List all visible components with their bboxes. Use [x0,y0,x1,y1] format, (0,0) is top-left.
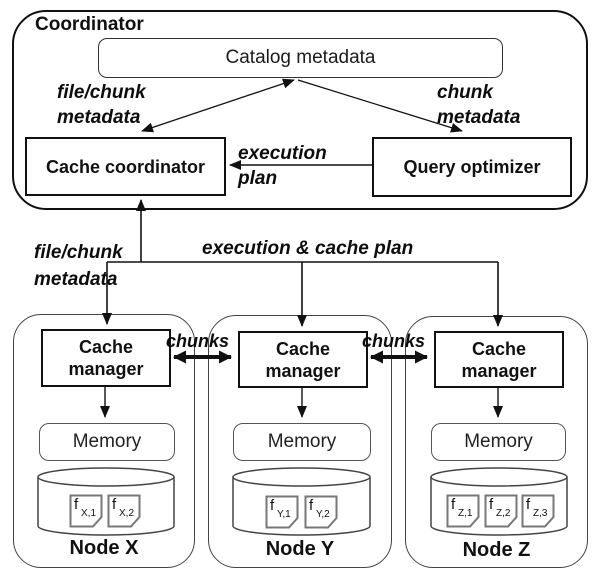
node-x-label: Node X [69,537,139,559]
node-z-container: Cache manager Memory f Z,1 f Z,2 f Z,3 N… [405,316,588,568]
file-symbol: f [526,496,531,513]
node-x-memory-box: Memory [39,423,175,461]
catalog-metadata-box: Catalog metadata [98,38,503,78]
file-subscript: Z,1 [458,508,473,519]
query-optimizer-box: Query optimizer [372,137,572,197]
file-subscript: X,1 [81,508,97,519]
file-symbol: f [74,496,79,513]
node-y-file-1: f Y,1 [265,495,299,529]
node-y-file-2: f Y,2 [304,495,338,529]
label-chunks-y-z: chunks [362,331,426,351]
file-subscript: Y,2 [316,509,330,520]
node-z-cache-manager-box: Cache manager [434,331,564,388]
node-z-memory-box: Memory [431,423,566,461]
label-execution-plan: execution plan [238,143,327,189]
node-z-label: Node Z [462,539,531,561]
node-y-container: Cache manager Memory f Y,1 f Y,2 Node Y [208,315,392,568]
coordinator-container: Coordinator Catalog metadata Cache coord… [12,10,588,210]
file-subscript: X,2 [119,508,135,519]
node-x-file-1: f X,1 [69,494,103,528]
file-symbol: f [451,496,456,513]
node-z-file-2: f Z,2 [484,494,518,528]
label-chunk-metadata: chunk metadata [437,82,521,128]
node-y-memory-box: Memory [233,423,371,461]
label-file-chunk-metadata-top: file/chunk metadata [57,82,146,128]
file-subscript: Y,1 [277,509,291,520]
file-symbol: f [489,496,494,513]
label-execution-cache-plan: execution & cache plan [202,238,414,259]
node-z-file-1: f Z,1 [446,494,480,528]
file-subscript: Z,3 [533,508,548,519]
node-z-file-3: f Z,3 [521,494,555,528]
node-y-label: Node Y [265,538,335,560]
node-x-container: Cache manager Memory f X,1 f X,2 Node X [13,314,195,568]
coordinator-title: Coordinator [35,14,144,35]
file-symbol: f [270,497,275,514]
cache-coordinator-box: Cache coordinator [25,137,226,196]
node-y-cache-manager-box: Cache manager [238,331,368,388]
node-x-cache-manager-box: Cache manager [41,329,171,387]
label-file-chunk-metadata-mid: file/chunk metadata [34,242,123,290]
file-subscript: Z,2 [496,508,511,519]
node-x-file-2: f X,2 [107,494,141,528]
file-symbol: f [112,496,117,513]
label-chunks-x-y: chunks [166,331,230,351]
file-symbol: f [309,497,314,514]
